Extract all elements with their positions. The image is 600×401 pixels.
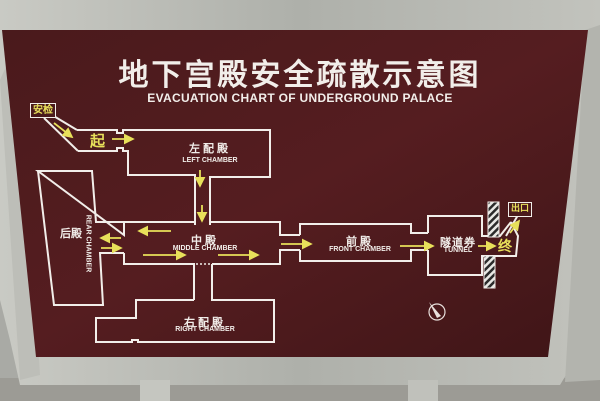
arrow-security-to-start [53, 122, 74, 139]
left-chamber-outline [77, 129, 271, 225]
tunnel-name: 隧道券 [440, 236, 476, 249]
rear-chamber-outline [34, 170, 125, 237]
frame-right-edge [565, 25, 600, 382]
right-chamber-name-en: RIGHT CHAMBER [175, 326, 235, 333]
left-chamber-outline-inner [78, 147, 196, 225]
security-check-label: 安检 [30, 103, 56, 118]
middle-chamber-name: 中殿 [191, 234, 219, 247]
tunnel-outline [427, 221, 520, 276]
sign-title-english: EVACUATION CHART OF UNDERGROUND PALACE [147, 91, 453, 105]
wall-hatch-top [487, 201, 500, 238]
wall-hatch-bottom [483, 255, 496, 289]
arrow-to-exit [509, 219, 521, 234]
middle-chamber-outline [123, 253, 195, 300]
tunnel-name-en: TUNNEL [443, 247, 473, 254]
front-chamber-outline [299, 223, 428, 235]
right-chamber-outline [95, 264, 275, 343]
front-chamber-outline [299, 249, 428, 262]
map-outlines [34, 114, 520, 343]
rear-chamber-name: 后殿 [60, 227, 82, 240]
stand-leg-right [408, 380, 438, 401]
end-label: 终 [498, 239, 512, 255]
middle-chamber-outline [212, 249, 300, 265]
rear-chamber-name-en: REAR CHAMBER [84, 214, 92, 273]
exit-label: 出口 [508, 202, 533, 217]
rear-chamber-outline [37, 170, 124, 306]
middle-chamber-name-en: MIDDLE CHAMBER [172, 245, 238, 252]
left-chamber-name: 左配殿 [189, 142, 231, 155]
left-chamber-name-en: LEFT CHAMBER [182, 157, 238, 164]
compass-icon [428, 302, 446, 321]
sign-title-chinese: 地下宫殿安全疏散示意图 [118, 58, 482, 93]
front-chamber-name: 前殿 [346, 235, 374, 248]
corridor-security [43, 117, 79, 152]
tunnel-outline [427, 215, 512, 237]
front-chamber-name-en: FRONT CHAMBER [329, 246, 391, 253]
stand-leg-left [140, 380, 170, 401]
start-label: 起 [90, 132, 106, 150]
middle-chamber-outline [210, 221, 300, 236]
right-chamber-name: 右配殿 [184, 316, 226, 329]
